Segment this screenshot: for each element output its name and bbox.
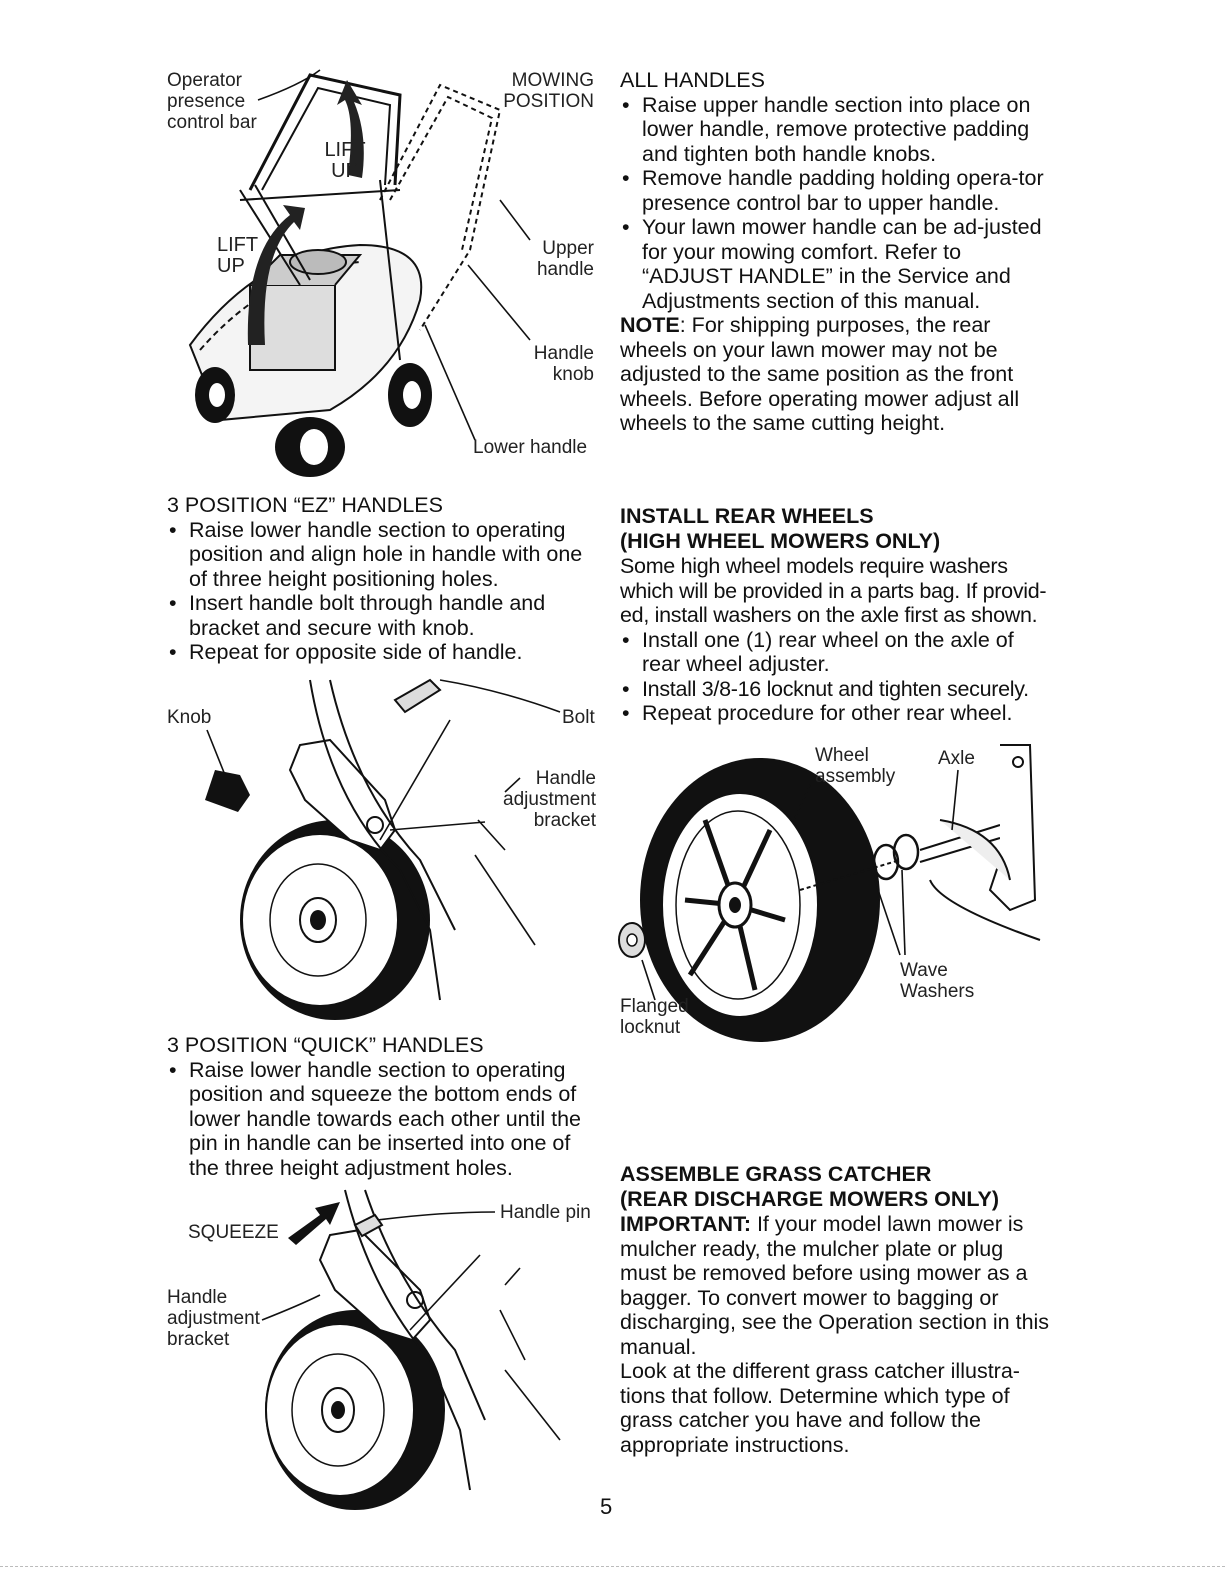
- label-operator-presence-control-bar: Operator presence control bar: [167, 70, 257, 133]
- label-lift-up-lower: LIFT UP: [217, 234, 259, 277]
- note-label: NOTE: [620, 313, 680, 337]
- rear-wheels-title: INSTALL REAR WHEELS: [620, 504, 874, 528]
- rear-wheels-bullets: Install one (1) rear wheel on the axle o…: [620, 628, 1052, 726]
- grass-catcher-paragraph-2: Look at the different grass catcher illu…: [620, 1359, 1020, 1457]
- ez-handles-title: 3 POSITION “EZ” HANDLES: [167, 493, 443, 517]
- quick-handles-bullets: Raise lower handle section to operating …: [167, 1058, 597, 1181]
- ez-handles-bullet-3: Repeat for opposite side of handle.: [167, 640, 597, 665]
- page-number: 5: [600, 1494, 613, 1519]
- important-label: IMPORTANT:: [620, 1212, 751, 1236]
- grass-catcher-title: ASSEMBLE GRASS CATCHER: [620, 1162, 932, 1186]
- label-wave-washers: Wave Washers: [900, 960, 975, 1002]
- section-install-rear-wheels: INSTALL REAR WHEELS (HIGH WHEEL MOWERS O…: [620, 504, 1052, 726]
- grass-catcher-important: IMPORTANT: If your model lawn mower is m…: [620, 1212, 1052, 1359]
- all-handles-bullets: Raise upper handle section into place on…: [620, 93, 1050, 314]
- rear-wheels-subtitle: (HIGH WHEEL MOWERS ONLY): [620, 529, 941, 553]
- rear-wheels-bullet-1: Install one (1) rear wheel on the axle o…: [620, 628, 1052, 677]
- section-assemble-grass-catcher: ASSEMBLE GRASS CATCHER (REAR DISCHARGE M…: [620, 1162, 1052, 1457]
- label-bolt: Bolt: [562, 707, 595, 728]
- label-axle: Axle: [938, 748, 975, 769]
- label-knob: Knob: [167, 707, 212, 728]
- all-handles-title: ALL HANDLES: [620, 68, 765, 92]
- label-wheel-assembly: Wheel assembly: [815, 745, 896, 787]
- important-text: If your model lawn mower is mulcher read…: [620, 1212, 1050, 1359]
- label-flanged-locknut: Flanged locknut: [620, 996, 689, 1038]
- page-bottom-rule: [0, 1566, 1225, 1567]
- section-ez-handles: 3 POSITION “EZ” HANDLES Raise lower hand…: [167, 493, 597, 665]
- label-handle-pin: Handle pin: [500, 1202, 591, 1223]
- label-mowing-position: MOWING POSITION: [503, 70, 594, 112]
- grass-catcher-subtitle: (REAR DISCHARGE MOWERS ONLY): [620, 1187, 1000, 1211]
- quick-handles-title: 3 POSITION “QUICK” HANDLES: [167, 1033, 484, 1057]
- ez-handles-bullets: Raise lower handle section to operating …: [167, 518, 597, 665]
- rear-wheels-bullet-2: Install 3/8-16 locknut and tighten secur…: [620, 677, 1052, 702]
- all-handles-bullet-2: Remove handle padding holding opera-tor …: [620, 166, 1050, 215]
- label-upper-handle: Upper handle: [536, 238, 594, 280]
- note-text: : For shipping purposes, the rear wheels…: [620, 313, 1020, 435]
- label-quick-handle-adjustment-bracket: Handle adjustment bracket: [167, 1287, 260, 1350]
- quick-handles-bullet-1: Raise lower handle section to operating …: [167, 1058, 597, 1181]
- label-handle-knob: Handle knob: [533, 343, 594, 385]
- all-handles-bullet-3: Your lawn mower handle can be ad-justed …: [620, 215, 1050, 313]
- all-handles-bullet-1: Raise upper handle section into place on…: [620, 93, 1050, 167]
- section-quick-handles: 3 POSITION “QUICK” HANDLES Raise lower h…: [167, 1033, 597, 1180]
- rear-wheels-intro: Some high wheel models require washers w…: [620, 554, 1047, 627]
- ez-handles-bullet-1: Raise lower handle section to operating …: [167, 518, 597, 592]
- all-handles-note: NOTE: For shipping purposes, the rear wh…: [620, 313, 1050, 436]
- label-lower-handle: Lower handle: [473, 437, 588, 458]
- rear-wheels-bullet-3: Repeat procedure for other rear wheel.: [620, 701, 1052, 726]
- label-squeeze: SQUEEZE: [188, 1222, 279, 1243]
- label-handle-adjustment-bracket: Handle adjustment bracket: [503, 768, 596, 831]
- ez-handles-bullet-2: Insert handle bolt through handle and br…: [167, 591, 597, 640]
- label-lift-up-upper: LIFT UP: [324, 139, 366, 182]
- section-all-handles: ALL HANDLES Raise upper handle section i…: [620, 68, 1050, 436]
